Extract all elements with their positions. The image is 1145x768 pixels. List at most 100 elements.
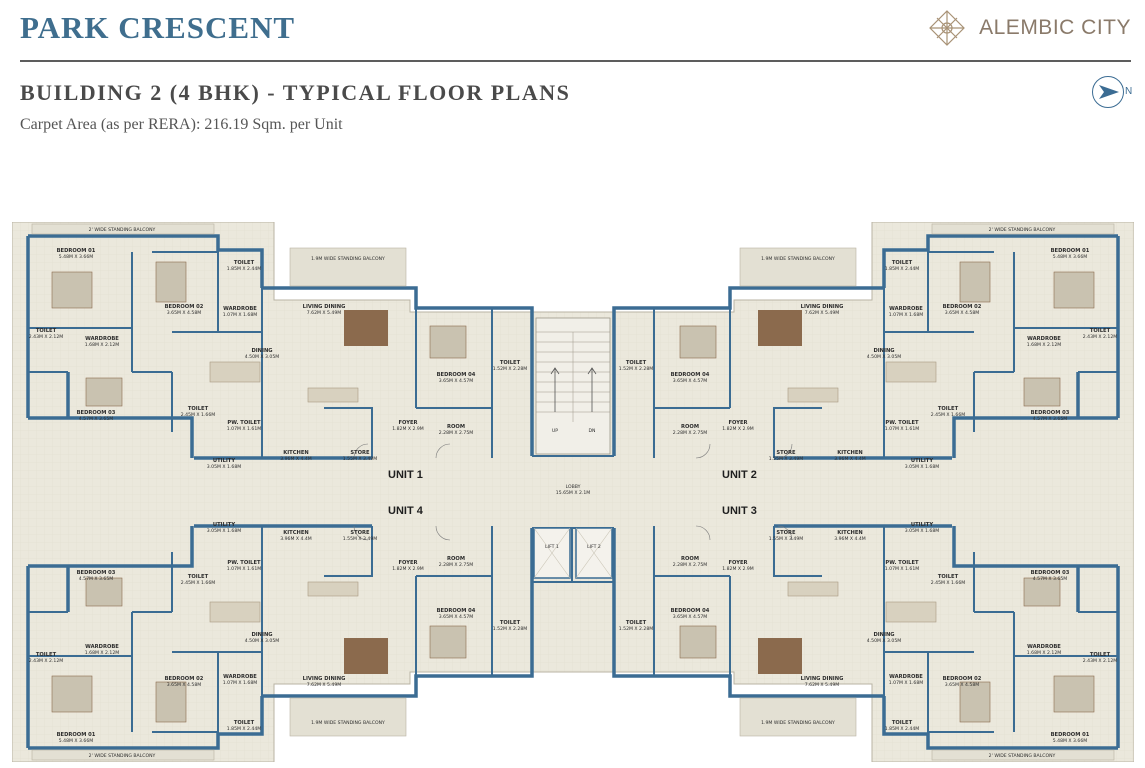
page-title: PARK CRESCENT [20, 10, 296, 45]
toilet-b-name: TOILET [188, 406, 209, 412]
bedroom-02-name: BEDROOM 02 [943, 304, 982, 310]
utility-name: UTILITY [911, 458, 933, 464]
kitchen-dim: 3.96M X 4.4M [834, 536, 866, 542]
living-dining-name: LIVING DINING [303, 304, 346, 310]
toilet-room-name: TOILET [626, 620, 647, 626]
pw-toilet-dim: 1.07M X 1.61M [885, 426, 919, 432]
toilet-a-name: TOILET [1090, 652, 1111, 658]
room-name: ROOM [447, 556, 465, 562]
dining-dim: 4.50M X 3.05M [245, 638, 279, 644]
bedroom-02-name: BEDROOM 02 [943, 676, 982, 682]
foyer-name: FOYER [728, 560, 747, 566]
bedroom-03-name: BEDROOM 03 [77, 570, 116, 576]
bedroom-03-dim: 4.57M X 3.65M [1033, 576, 1067, 582]
foyer-name: FOYER [398, 560, 417, 566]
doors [353, 443, 793, 541]
bedroom-01-name: BEDROOM 01 [1051, 732, 1090, 738]
wardrobe-name: WARDROBE [1027, 336, 1061, 342]
bedroom-03-name: BEDROOM 03 [1031, 570, 1070, 576]
wardrobe-2-name: WARDROBE [223, 306, 257, 312]
bedroom-03-name: BEDROOM 03 [1031, 410, 1070, 416]
wardrobe-name: WARDROBE [85, 644, 119, 650]
unit-3-label: UNIT 3 [722, 505, 757, 517]
bedroom-03-dim: 4.57M X 3.65M [79, 576, 113, 582]
pw-toilet-dim: 1.07M X 1.61M [227, 566, 261, 572]
pw-toilet-name: PW. TOILET [227, 420, 261, 426]
toilet-room-dim: 1.52M X 2.28M [493, 626, 527, 632]
toilet-c-dim: 1.85M X 2.44M [885, 726, 919, 732]
foyer-name: FOYER [398, 420, 417, 426]
toilet-b-name: TOILET [188, 574, 209, 580]
toilet-room-name: TOILET [500, 620, 521, 626]
bedroom-02-name: BEDROOM 02 [165, 676, 204, 682]
balcony-label: 1.9M WIDE STANDING BALCONY [311, 256, 385, 262]
room-name: ROOM [447, 424, 465, 430]
toilet-c-name: TOILET [234, 260, 255, 266]
brand-logo: ALEMBIC CITY [927, 8, 1131, 48]
bedroom-01-dim: 5.48M X 3.66M [59, 738, 93, 744]
compass-north-label: N [1125, 86, 1133, 97]
toilet-c-name: TOILET [892, 720, 913, 726]
room-name: ROOM [681, 424, 699, 430]
room-name: ROOM [681, 556, 699, 562]
kitchen-name: KITCHEN [837, 450, 863, 456]
store-dim: 1.55M X 3.49M [769, 456, 803, 462]
alembic-logo-icon [929, 10, 965, 46]
toilet-room-dim: 1.52M X 2.28M [619, 366, 653, 372]
unit-1-label: UNIT 1 [388, 469, 423, 481]
dining-name: DINING [873, 348, 894, 354]
interior-walls [28, 250, 1118, 734]
toilet-a-name: TOILET [36, 652, 57, 658]
stair-core: UP DN LIFT 1 LIFT 2 LOBBY 15.65M X 2.1M [533, 317, 613, 579]
bedroom-04-name: BEDROOM 04 [671, 372, 710, 378]
wardrobe-name: WARDROBE [1027, 644, 1061, 650]
toilet-room-name: TOILET [500, 360, 521, 366]
store-dim: 1.55M X 3.49M [769, 536, 803, 542]
toilet-room-name: TOILET [626, 360, 647, 366]
foyer-name: FOYER [728, 420, 747, 426]
balcony-label: 2' WIDE STANDING BALCONY [989, 227, 1056, 233]
room-dim: 2.28M X 2.75M [673, 562, 707, 568]
bedroom-04-dim: 3.65M X 4.57M [439, 614, 473, 620]
living-dining-dim: 7.62M X 5.49M [805, 310, 839, 316]
toilet-a-dim: 2.43M X 2.12M [29, 658, 63, 664]
wardrobe-dim: 1.68M X 2.12M [85, 342, 119, 348]
dining-dim: 4.50M X 3.05M [867, 354, 901, 360]
living-dining-name: LIVING DINING [801, 676, 844, 682]
wardrobe-dim: 1.68M X 2.12M [1027, 342, 1061, 348]
utility-dim: 3.05M X 1.68M [905, 464, 939, 470]
lobby-label: LOBBY [566, 484, 581, 490]
dining-name: DINING [873, 632, 894, 638]
header-divider [20, 60, 1131, 62]
utility-name: UTILITY [213, 458, 235, 464]
toilet-a-dim: 2.43M X 2.12M [29, 334, 63, 340]
bedroom-01-name: BEDROOM 01 [57, 732, 96, 738]
toilet-a-dim: 2.43M X 2.12M [1083, 658, 1117, 664]
toilet-room-dim: 1.52M X 2.28M [619, 626, 653, 632]
bedroom-01-dim: 5.48M X 3.66M [1053, 738, 1087, 744]
wardrobe-2-dim: 1.07M X 1.68M [223, 680, 257, 686]
kitchen-name: KITCHEN [283, 450, 309, 456]
toilet-room-dim: 1.52M X 2.28M [493, 366, 527, 372]
bedroom-02-name: BEDROOM 02 [165, 304, 204, 310]
pw-toilet-name: PW. TOILET [885, 420, 919, 426]
wardrobe-2-name: WARDROBE [889, 306, 923, 312]
plan-subtitle: BUILDING 2 (4 BHK) - TYPICAL FLOOR PLANS [20, 80, 571, 105]
bedroom-01-dim: 5.48M X 3.66M [1053, 254, 1087, 260]
wardrobe-2-dim: 1.07M X 1.68M [223, 312, 257, 318]
utility-name: UTILITY [213, 522, 235, 528]
toilet-b-name: TOILET [938, 574, 959, 580]
store-name: STORE [776, 530, 796, 536]
wardrobe-2-name: WARDROBE [889, 674, 923, 680]
bedroom-01-name: BEDROOM 01 [1051, 248, 1090, 254]
carpet-area: Carpet Area (as per RERA): 216.19 Sqm. p… [20, 116, 343, 133]
store-name: STORE [776, 450, 796, 456]
living-dining-dim: 7.62M X 5.49M [307, 682, 341, 688]
unit-2-label: UNIT 2 [722, 469, 757, 481]
toilet-a-dim: 2.43M X 2.12M [1083, 334, 1117, 340]
utility-dim: 3.05M X 1.68M [905, 528, 939, 534]
wardrobe-dim: 1.68M X 2.12M [1027, 650, 1061, 656]
toilet-b-dim: 2.45M X 1.66M [181, 412, 215, 418]
brand-name: ALEMBIC CITY [979, 16, 1131, 39]
pw-toilet-dim: 1.07M X 1.61M [227, 426, 261, 432]
